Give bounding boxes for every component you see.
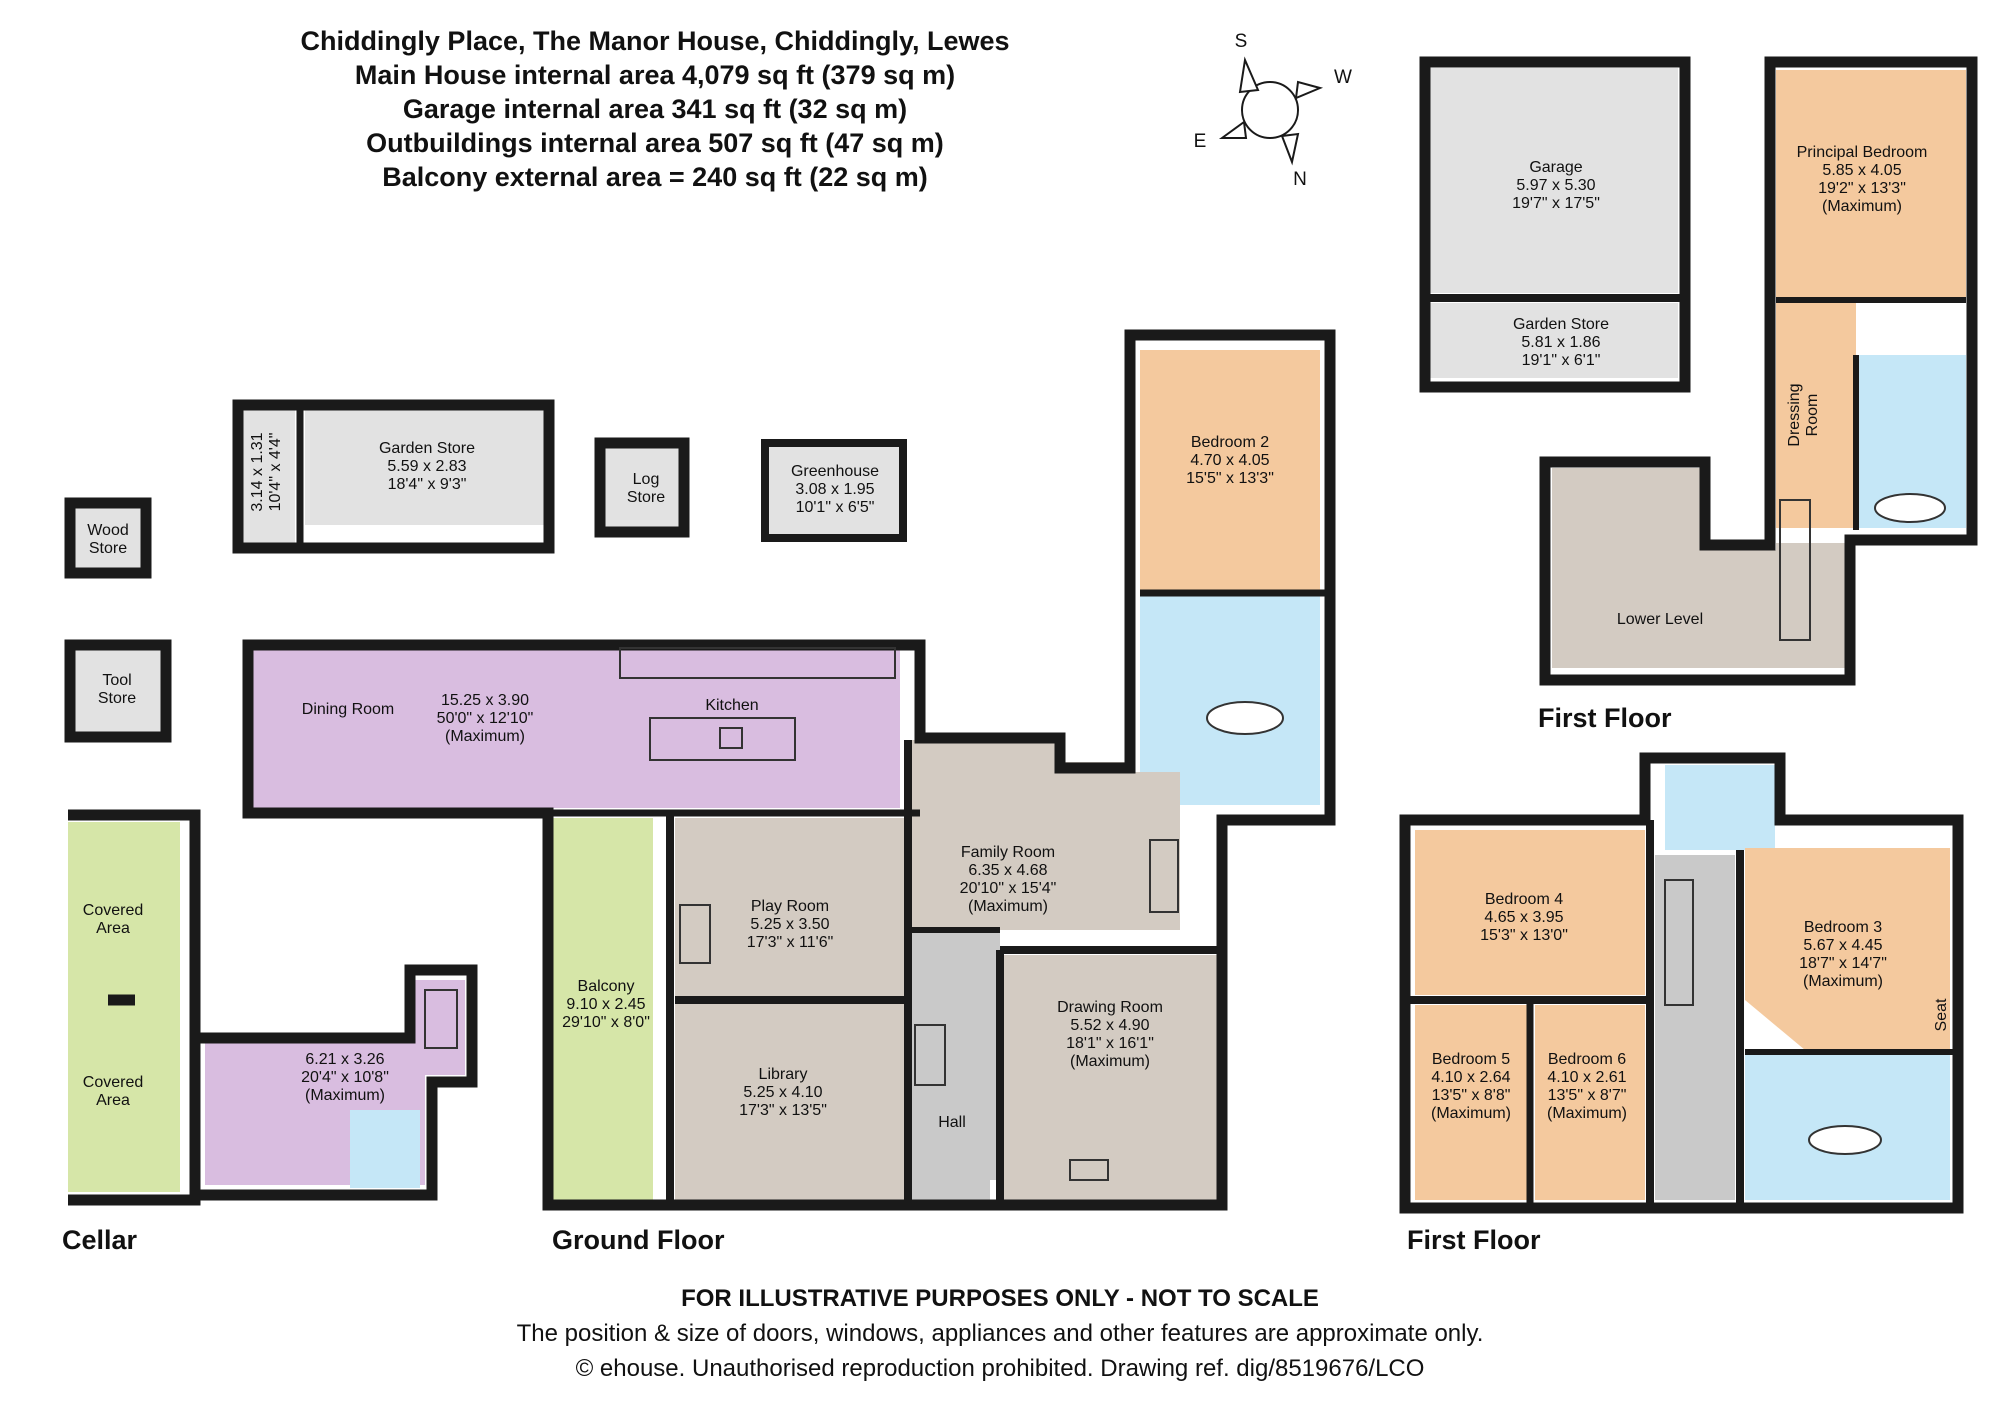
log-store-area: [600, 443, 684, 532]
room-kitchen: Kitchen: [705, 697, 759, 714]
stairs-family: [1149, 839, 1179, 913]
garage-area-text: Garage internal area 341 sq ft (32 sq m): [402, 94, 908, 124]
hob: [719, 727, 743, 749]
level-ground-floor: Ground Floor: [552, 1225, 725, 1255]
bedroom6-area: [1535, 1005, 1645, 1200]
disclaimer-title: FOR ILLUSTRATIVE PURPOSES ONLY - NOT TO …: [681, 1285, 1319, 1312]
ensuite2-area: [1140, 593, 1320, 805]
lower-level-area: [1552, 468, 1845, 668]
walls: [64, 56, 1978, 1214]
stairs-play: [679, 904, 711, 964]
bedroom4-area: [1415, 830, 1645, 995]
room-dining: Dining Room: [301, 701, 395, 718]
bedroom5-area: [1415, 1005, 1527, 1200]
kitchen-island: [649, 717, 796, 761]
stairs-landing: [1664, 879, 1694, 1006]
landing-area: [1655, 855, 1735, 1200]
stairs-cellar: [424, 989, 458, 1049]
family-room-area: [912, 740, 1180, 930]
room-seat: Seat: [1933, 998, 1950, 1032]
bedroom2-area: [1140, 350, 1320, 593]
bath-bedroom3: [1808, 1125, 1882, 1155]
library-area: [675, 1003, 912, 1200]
small-store-area: [238, 405, 295, 548]
drawing-fireplace: [1069, 1159, 1109, 1181]
level-first-floor-upper: First Floor: [1538, 703, 1672, 733]
room-hall: Hall: [938, 1114, 966, 1131]
compass-west: W: [1334, 67, 1352, 88]
hall-area: [912, 930, 1000, 1200]
compass-north: N: [1293, 169, 1307, 190]
level-first-floor-lower: First Floor: [1407, 1225, 1541, 1255]
copyright-text: © ehouse. Unauthorised reproduction proh…: [575, 1355, 1425, 1382]
compass-east: E: [1193, 131, 1207, 152]
balcony-area-text: Balcony external area = 240 sq ft (22 sq…: [382, 162, 928, 192]
disclaimer-text: The position & size of doors, windows, a…: [516, 1320, 1484, 1347]
greenhouse-area: [765, 443, 903, 538]
garage-area: [1430, 68, 1678, 293]
dressing-room-area: [1776, 300, 1856, 528]
bath-bedroom2: [1206, 701, 1284, 735]
covered-area: [68, 822, 180, 1192]
play-room-area: [675, 818, 912, 996]
compass-rose: [1218, 56, 1324, 166]
dining-kitchen-area: [248, 645, 900, 808]
garden-store-ff-area: [1430, 303, 1678, 378]
wood-store-area: [70, 503, 146, 573]
balcony-area: [553, 818, 653, 1200]
outbuildings-area-text: Outbuildings internal area 507 sq ft (47…: [366, 128, 944, 158]
stairs-hall: [914, 1024, 946, 1086]
compass-south: S: [1234, 31, 1248, 52]
main-house-area: Main House internal area 4,079 sq ft (37…: [354, 60, 956, 90]
cellar-wc-area: [350, 1110, 420, 1188]
tool-store-area: [70, 645, 166, 737]
fixtures: [424, 493, 1946, 1181]
garden-store-area: [305, 405, 549, 525]
stairs-lower: [1779, 499, 1811, 641]
bath-principal: [1874, 493, 1946, 523]
room-lower-level: Lower Level: [1616, 611, 1704, 628]
bedroom3-area: [1745, 848, 1950, 1050]
kitchen-counter: [619, 647, 896, 679]
principal-bedroom-area: [1776, 70, 1966, 300]
room-fills: [68, 68, 1966, 1200]
plan-title: Chiddingly Place, The Manor House, Chidd…: [300, 26, 1010, 56]
level-cellar: Cellar: [62, 1225, 138, 1255]
bathroom-top-area: [1665, 765, 1775, 850]
